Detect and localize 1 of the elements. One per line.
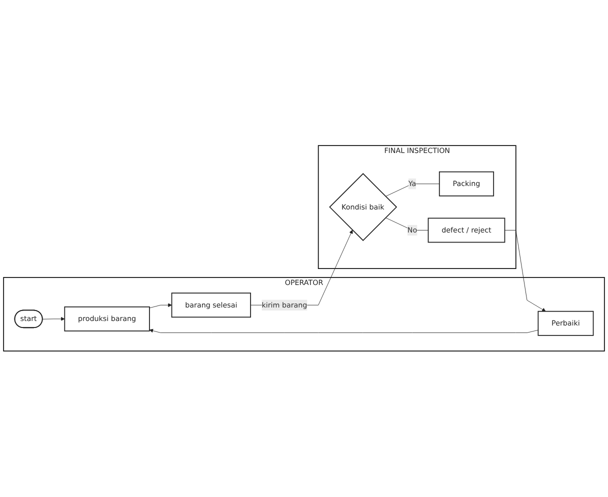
connector	[385, 184, 440, 197]
